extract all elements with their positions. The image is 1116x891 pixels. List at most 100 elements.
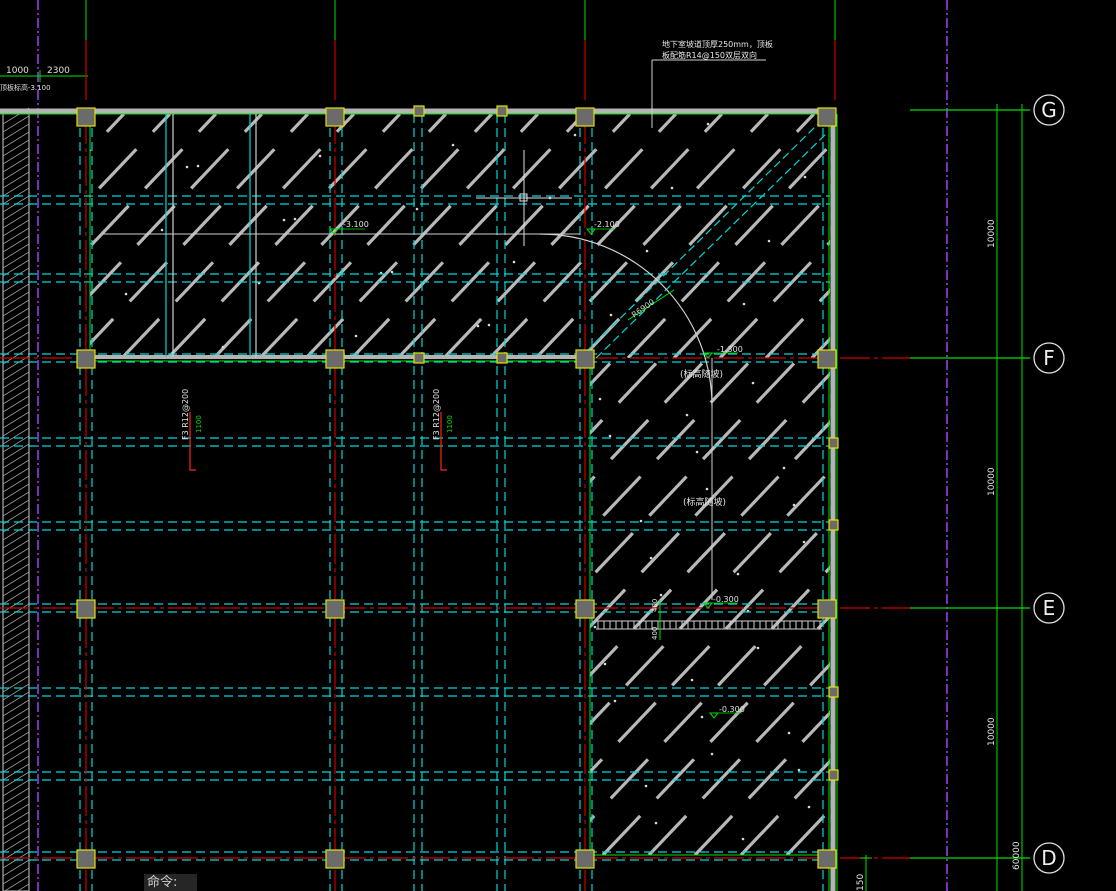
column (817, 849, 837, 869)
rebar-label-2: F3 R12@200 1100 (432, 389, 454, 471)
small-column (413, 105, 425, 117)
wall-hatch-line (2, 203, 30, 221)
hatch-dot (185, 165, 189, 169)
hatch-dot (807, 805, 811, 809)
wall-hatch-line (2, 251, 30, 269)
wall-hatch-line (2, 635, 30, 653)
wall-hatch-line (2, 539, 30, 557)
hatch-dot (390, 270, 394, 274)
wall-hatch-line (2, 355, 30, 373)
elevation-marker-1: -3.100 (328, 220, 369, 235)
hatch-stripe (534, 114, 769, 358)
wall-hatch-line (2, 787, 30, 805)
grid-bubble (1033, 592, 1065, 624)
hatch-stripe (488, 114, 723, 358)
wall-hatch-line (2, 419, 30, 437)
wall-hatch-line (2, 683, 30, 701)
top-axis-stubs (85, 40, 836, 100)
wall-hatch-line (2, 715, 30, 733)
hatch-dot (644, 784, 648, 788)
wall-hatch-line (2, 115, 30, 133)
hatch-stripe (739, 758, 830, 855)
hatch-dot (293, 217, 297, 221)
hatch-dot (742, 302, 746, 306)
stair-lines (165, 114, 257, 357)
wall-hatch-line (2, 667, 30, 685)
wall-hatch-line (2, 819, 30, 837)
arc-radius-label: R6900 (630, 297, 656, 319)
hatch-stripe (590, 516, 830, 775)
crosshair-cursor (476, 150, 572, 246)
wall-hatch-line (2, 731, 30, 749)
hatch-dot (797, 768, 801, 772)
wall-hatch-line (2, 403, 30, 421)
column (325, 849, 345, 869)
hatch-dot (803, 175, 807, 179)
step-band (596, 620, 822, 630)
wall-hatch-line (2, 835, 30, 853)
wall-hatch-line (2, 723, 30, 741)
side-dim-3: 10000 (987, 717, 997, 746)
wall-hatch-line (2, 227, 30, 245)
wall-hatch-line (2, 739, 30, 757)
grid-bubble-label: F (1043, 346, 1055, 370)
hatch-dot (124, 292, 128, 296)
hatch-dot (670, 186, 674, 190)
svg-text:F3 R12@200: F3 R12@200 (181, 389, 190, 440)
hatch-dot (603, 662, 607, 666)
hatch-stripe (442, 114, 677, 358)
hatch-stripe (718, 239, 830, 358)
wall-hatch-line (2, 171, 30, 189)
wall-hatch-line (2, 435, 30, 453)
wall-hatch-line (2, 259, 30, 277)
wall-hatch-line (16, 883, 30, 891)
grid-bubble-label: G (1041, 98, 1057, 122)
column (76, 107, 96, 127)
side-dim-2: 10000 (987, 467, 997, 496)
wall-hatch-line (2, 291, 30, 309)
hatch-stripe (590, 362, 797, 581)
edge-column (828, 519, 839, 531)
column (325, 349, 345, 369)
wall-hatch-line (2, 211, 30, 229)
note-text-line1: 地下室坡道顶厚250mm，顶板 (662, 39, 773, 49)
grid-bubble-label: E (1043, 596, 1056, 620)
wall-hatch-line (2, 443, 30, 461)
svg-text:400: 400 (651, 599, 659, 612)
hatch-stripe (693, 710, 830, 855)
command-line-prompt[interactable]: 命令: (144, 874, 197, 891)
rebar-label-1: F3 R12@200 1100 (181, 389, 203, 471)
hatch-dot (700, 715, 704, 719)
wall-hatch-line (2, 859, 30, 877)
hatch-stripe (590, 362, 705, 484)
wall-hatch-line (2, 795, 30, 813)
svg-text:-1.300: -1.300 (717, 345, 743, 354)
column (817, 599, 837, 619)
wall-hatch-line (2, 547, 30, 565)
wall-hatch-line (2, 675, 30, 693)
hatch-stripe (166, 114, 401, 358)
hatch-dot (787, 731, 791, 735)
wall-hatch-line (2, 571, 30, 589)
small-column (413, 352, 425, 364)
column (575, 349, 595, 369)
hatch-stripe (258, 114, 493, 358)
hatch-dot (160, 228, 164, 232)
hatch-dot (767, 239, 771, 243)
ramp-diagonal (585, 121, 829, 359)
hatch-dot (705, 487, 709, 491)
hatch-stripe (304, 114, 539, 358)
column (817, 107, 837, 127)
edge-column (828, 437, 839, 449)
wall-hatch-line (2, 611, 30, 629)
hatch-stripe (212, 114, 447, 358)
hatch-dot (649, 556, 653, 560)
svg-text:1100: 1100 (195, 415, 203, 433)
wall-hatch-line (2, 267, 30, 285)
hatch-dot (415, 207, 419, 211)
top-dim-1000: 1000 (6, 66, 29, 76)
wall-hatch-line (2, 371, 30, 389)
